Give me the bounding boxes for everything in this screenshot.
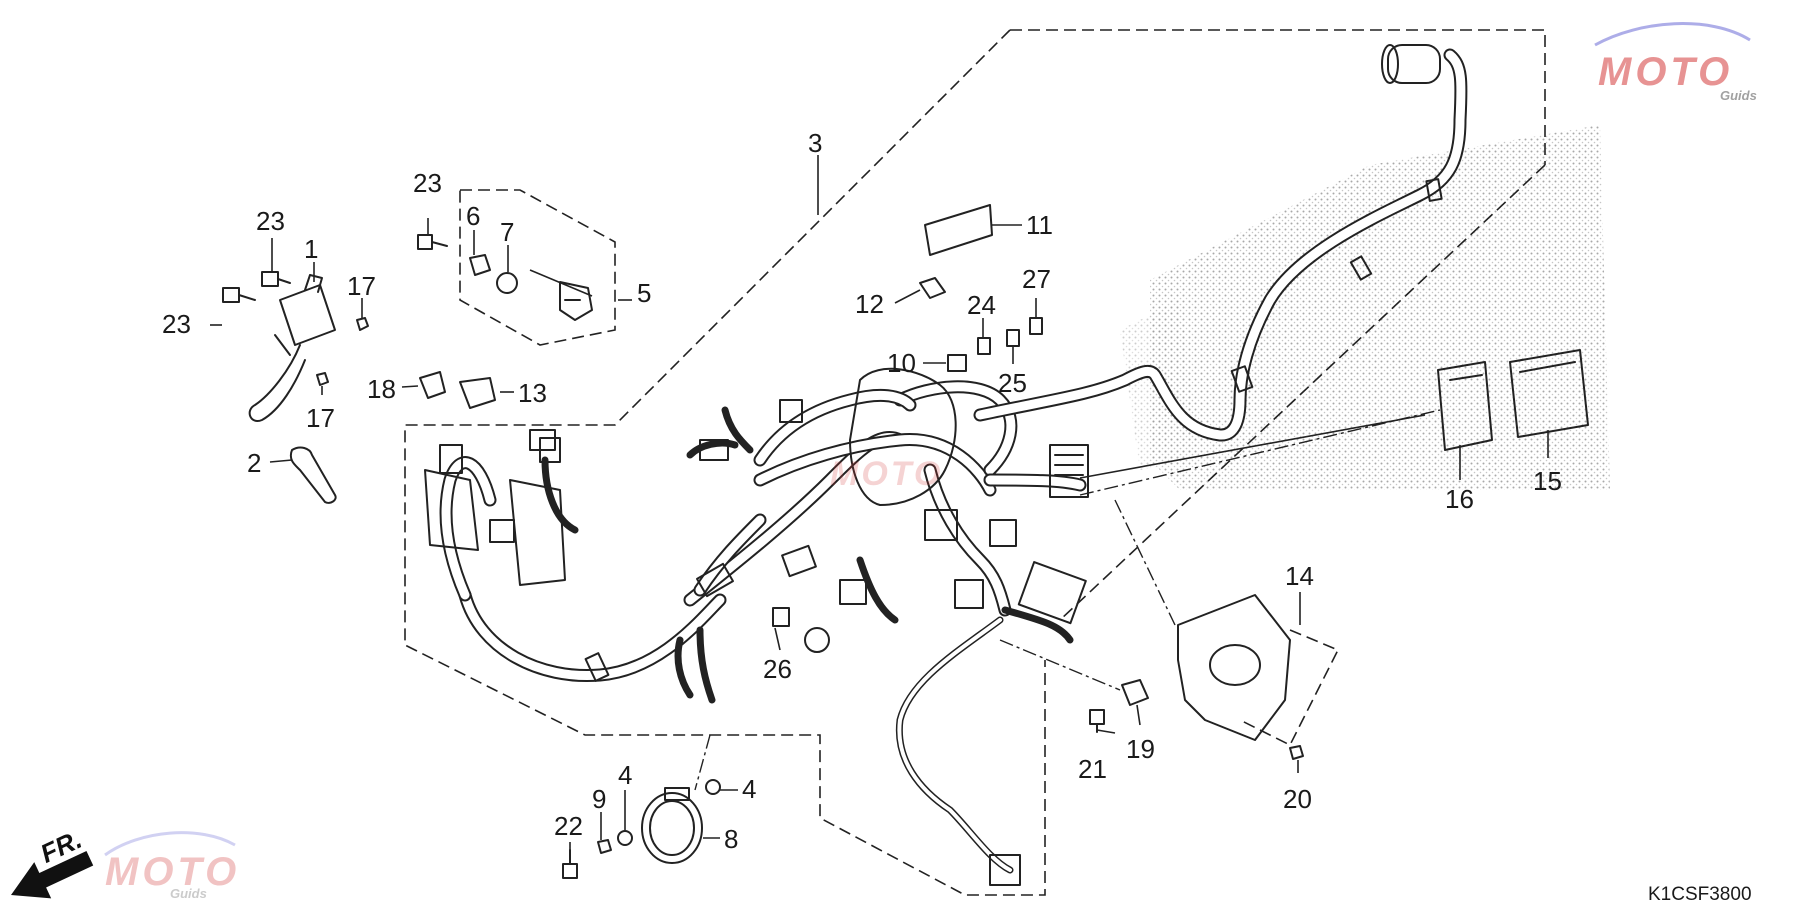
- connector-13: [459, 377, 496, 409]
- fuse-24: [977, 337, 991, 355]
- fuse-holder: [919, 277, 946, 299]
- bolt-23-b: [222, 287, 256, 303]
- washer-4-a: [617, 830, 633, 846]
- front-arrow: FR.: [10, 824, 94, 899]
- callout-19: 19: [1126, 734, 1155, 764]
- socket-group-boundary: [459, 189, 616, 346]
- nut-20: [1289, 745, 1304, 760]
- callout-13: 13: [518, 378, 547, 408]
- callout-4-a: 4: [618, 760, 632, 790]
- clip-18: [419, 371, 446, 399]
- ignition-coil: [248, 274, 336, 422]
- callout-25: 25: [998, 368, 1027, 398]
- bulb-6: [469, 254, 491, 276]
- bolt-23-a: [261, 271, 291, 287]
- shading-area: [1150, 125, 1610, 490]
- nut-17-b: [316, 372, 329, 386]
- callout-17-a: 17: [347, 271, 376, 301]
- socket-assembly-5: [559, 281, 593, 321]
- callout-16: 16: [1445, 484, 1474, 514]
- callout-1: 1: [304, 234, 318, 264]
- control-unit-15: [1509, 349, 1589, 438]
- callout-18: 18: [367, 374, 396, 404]
- watermark-text-center: MOTO: [830, 455, 943, 493]
- watermark-subtext-top: Guids: [1720, 88, 1757, 103]
- callout-14: 14: [1285, 561, 1314, 591]
- fuse-27: [1029, 317, 1043, 335]
- washer-4-b: [705, 779, 721, 795]
- main-wire-harness: [424, 44, 1468, 886]
- bolt-23-c: [417, 234, 448, 250]
- callout-5: 5: [637, 278, 651, 308]
- leader-lines: [210, 155, 1549, 850]
- drawing-code: K1CSF3800: [1648, 884, 1752, 905]
- callout-20: 20: [1283, 784, 1312, 814]
- callout-21: 21: [1078, 754, 1107, 784]
- callout-labels: 1 2 3 4 4 5 6 7 8 9 10 11 12 13 14 15 16…: [162, 128, 1562, 854]
- callout-24: 24: [967, 290, 996, 320]
- bolt-22: [562, 849, 578, 879]
- callout-7: 7: [500, 217, 514, 247]
- watermark-text-top: MOTO: [1598, 50, 1733, 94]
- fuse-25: [1006, 329, 1020, 347]
- watermark-text-bottom: MOTO: [105, 850, 240, 894]
- ecu-bracket: [1177, 594, 1291, 741]
- callout-3: 3: [808, 128, 822, 158]
- callout-26: 26: [763, 654, 792, 684]
- callout-4-b: 4: [742, 774, 756, 804]
- bolt-21: [1089, 709, 1105, 733]
- socket-7: [496, 272, 518, 294]
- nut-17-a: [356, 317, 369, 331]
- callout-17-b: 17: [306, 403, 335, 433]
- callout-2: 2: [247, 448, 261, 478]
- callout-6: 6: [466, 201, 480, 231]
- callout-12: 12: [855, 289, 884, 319]
- grommet-19: [1121, 679, 1149, 706]
- callout-27: 27: [1022, 264, 1051, 294]
- relay-10: [947, 354, 967, 372]
- spark-plug-cap: [289, 446, 337, 504]
- callout-23-a: 23: [256, 206, 285, 236]
- nut-9: [597, 839, 612, 854]
- callout-15: 15: [1533, 466, 1562, 496]
- callout-8: 8: [724, 824, 738, 854]
- callout-23-c: 23: [413, 168, 442, 198]
- watermark-subtext-bottom: Guids: [170, 886, 207, 901]
- callout-23-b: 23: [162, 309, 191, 339]
- callout-11: 11: [1026, 210, 1053, 240]
- watermark-logo-top: MOTO Guids: [1594, 22, 1757, 103]
- fuse-box-cover: [924, 204, 993, 256]
- callout-10: 10: [887, 348, 916, 378]
- watermark-logo-center: MOTO: [830, 455, 943, 493]
- control-unit-16: [1437, 361, 1493, 451]
- callout-9: 9: [592, 784, 606, 814]
- watermark-logo-bottom: MOTO Guids: [104, 831, 240, 901]
- callout-22: 22: [554, 811, 583, 841]
- horn-8: [641, 787, 703, 864]
